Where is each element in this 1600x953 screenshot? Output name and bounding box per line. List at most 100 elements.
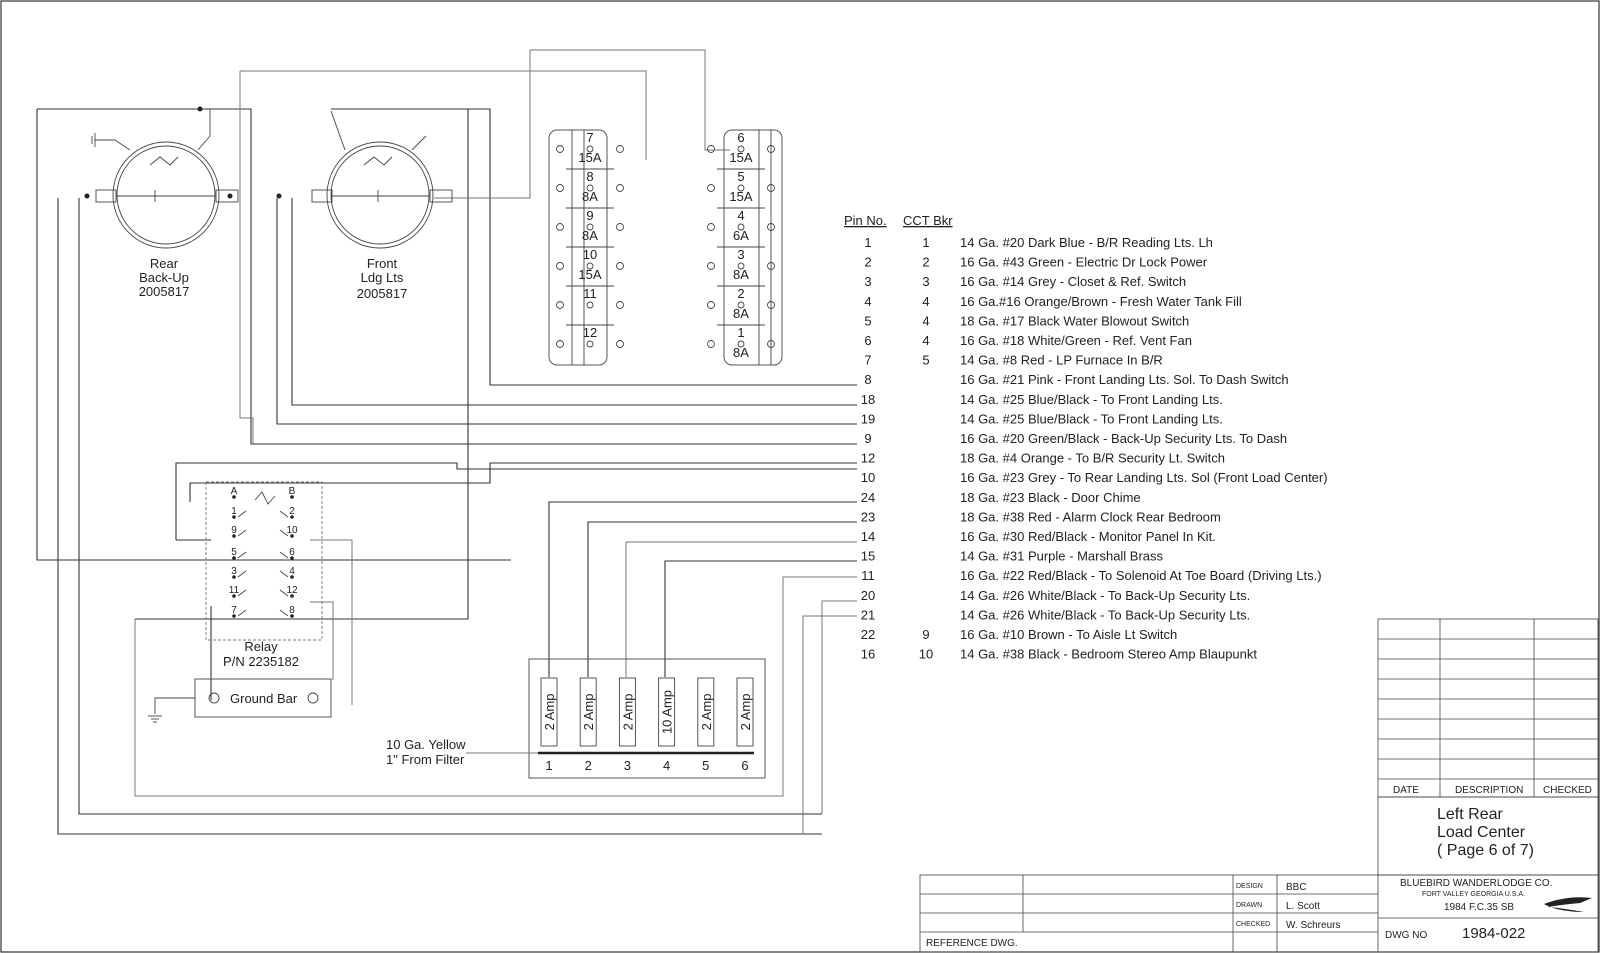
relay-terminal-label: 8 — [289, 605, 295, 616]
cct-breaker: 2 — [922, 255, 929, 270]
wire-description: 16 Ga. #20 Green/Black - Back-Up Securit… — [960, 431, 1287, 446]
relay-label: Relay — [244, 639, 278, 654]
left-panel-fuse-number: 7 — [586, 130, 593, 145]
right-panel-fuse-number: 2 — [737, 286, 744, 301]
right-panel-fuse-slot: 18A — [707, 324, 775, 360]
relay-terminal — [290, 594, 294, 598]
company-name: BLUEBIRD WANDERLODGE CO. — [1400, 878, 1552, 889]
pin-number: 2 — [864, 255, 871, 270]
relay-terminal-label: 6 — [289, 547, 295, 558]
wire-description: 16 Ga. #18 White/Green - Ref. Vent Fan — [960, 333, 1192, 348]
relay-terminal — [290, 495, 294, 499]
wire-description: 18 Ga. #4 Orange - To B/R Security Lt. S… — [960, 451, 1225, 466]
title-line-1: Left Rear — [1437, 806, 1503, 823]
drawn-label: DRAWN — [1236, 902, 1262, 909]
wire-description: 14 Ga. #25 Blue/Black - To Front Landing… — [960, 392, 1223, 407]
pin-number: 1 — [864, 235, 871, 250]
pin-number: 16 — [861, 647, 875, 662]
cct-breaker: 4 — [922, 313, 929, 328]
dwg-no-value: 1984-022 — [1462, 925, 1525, 942]
relay-terminal — [232, 495, 236, 499]
right-panel-fuse-slot: 46A — [707, 207, 775, 243]
ground-bar-label: Ground Bar — [230, 691, 298, 706]
block-fuse-rating: 2 Amp — [542, 694, 557, 731]
wiring — [36, 49, 857, 835]
feed-wire-label-2: 1" From Filter — [386, 752, 465, 767]
wire-description: 16 Ga. #43 Green - Electric Dr Lock Powe… — [960, 255, 1208, 270]
left-panel-fuse-number: 12 — [583, 325, 597, 340]
title-line-3: ( Page 6 of 7) — [1437, 842, 1534, 859]
relay-terminal — [290, 575, 294, 579]
relay-terminal — [232, 556, 236, 560]
design-value: BBC — [1286, 882, 1307, 893]
pin-number: 3 — [864, 274, 871, 289]
model-label: 1984 F.C.35 SB — [1444, 902, 1514, 913]
wire-table-row: 18 14 Ga. #25 Blue/Black - To Front Landi… — [861, 392, 1223, 407]
block-fuse-position: 4 — [663, 758, 670, 773]
left-panel-fuse-number: 9 — [586, 208, 593, 223]
checked-value: W. Schreurs — [1286, 920, 1340, 931]
left-panel-fuse-number: 8 — [586, 169, 593, 184]
left-panel-fuse-slot: 98A — [556, 207, 624, 243]
left-panel-fuse-slot: 12 — [556, 324, 624, 348]
wire-description: 14 Ga. #26 White/Black - To Back-Up Secu… — [960, 588, 1250, 603]
relay-terminal — [290, 515, 294, 519]
rear-lamp-line1: Rear — [150, 256, 179, 271]
block-fuse-rating: 2 Amp — [581, 694, 596, 731]
company-location: FORT VALLEY GEORGIA U.S.A. — [1422, 891, 1525, 898]
wire-description: 16 Ga. #21 Pink - Front Landing Lts. Sol… — [960, 372, 1289, 387]
pin-number: 7 — [864, 353, 871, 368]
right-panel-fuse-rating: 15A — [729, 150, 752, 165]
block-fuse: 10 Amp 4 — [658, 677, 676, 773]
rear-lamp: Rear Back-Up 2005817 — [84, 106, 239, 299]
dwg-no-label: DWG NO — [1385, 930, 1427, 941]
block-fuse-rating: 10 Amp — [660, 690, 675, 734]
relay-terminal — [232, 594, 236, 598]
wire-table-row: 2 2 16 Ga. #43 Green - Electric Dr Lock Po… — [864, 255, 1207, 270]
title-line-2: Load Center — [1437, 824, 1526, 841]
pin-number: 23 — [861, 509, 875, 524]
pin-number: 24 — [861, 490, 875, 505]
pin-number: 11 — [861, 568, 875, 583]
pin-number: 18 — [861, 392, 875, 407]
cct-breaker: 10 — [919, 647, 933, 662]
left-panel-fuse-slot: 88A — [556, 168, 624, 204]
pin-number: 10 — [861, 470, 875, 485]
rear-lamp-line2: Back-Up — [139, 270, 189, 285]
checked-label: CHECKED — [1236, 921, 1270, 928]
cct-breaker: 3 — [922, 274, 929, 289]
pin-number: 15 — [861, 549, 875, 564]
block-fuse-rating: 2 Amp — [699, 694, 714, 731]
block-fuse-position: 5 — [702, 758, 709, 773]
right-panel-fuse-rating: 6A — [733, 228, 749, 243]
right-panel-fuse-number: 1 — [737, 325, 744, 340]
pin-number: 21 — [861, 607, 875, 622]
block-fuse-position: 1 — [545, 758, 552, 773]
cct-breaker: 4 — [922, 294, 929, 309]
title-block: Left Rear Load Center ( Page 6 of 7) DES… — [919, 796, 1599, 953]
block-fuse: 2 Amp 5 — [697, 677, 715, 773]
left-panel-fuse-rating: 15A — [578, 267, 601, 282]
reference-label: REFERENCE DWG. — [926, 938, 1018, 949]
relay-terminal — [290, 614, 294, 618]
relay-terminal-label: 7 — [231, 605, 237, 616]
wire-description: 16 Ga. #23 Grey - To Rear Landing Lts. S… — [960, 470, 1328, 485]
wire-description: 18 Ga. #17 Black Water Blowout Switch — [960, 313, 1189, 328]
